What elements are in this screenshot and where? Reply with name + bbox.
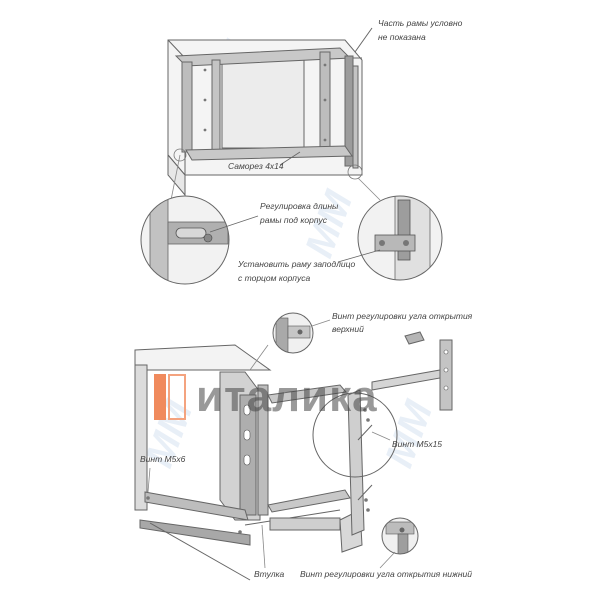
label-angle-lower: Винт регулировки угла открытия нижний [300,569,472,579]
top-cabinet [167,27,373,197]
detail-angle-lower [379,517,419,569]
logo-mark-icon [150,372,190,422]
label-install-flush-1: Установить раму заподлицо [238,259,356,269]
logo-text: италика [196,372,378,421]
svg-text:MM: MM [377,394,442,473]
exploded-frame [146,331,453,536]
label-angle-upper-2: верхний [332,324,364,334]
label-length-adjust-1: Регулировка длины [260,201,339,211]
label-insert: Втулка [254,569,285,579]
label-screw-m5x6: Винт М5х6 [140,454,186,464]
detail-flush-install [337,164,443,281]
label-screw-m5x15: Винт М5х15 [392,439,443,449]
m5x15-callout [371,431,391,441]
brand-logo: италика [150,372,378,422]
label-screw-4x14: Саморез 4х14 [228,161,284,171]
label-install-flush-2: с торцом корпуса [238,273,311,283]
insert-callout [261,524,266,569]
label-frame-hidden-1: Часть рамы условно [378,18,463,28]
m5x6-callout [147,467,151,493]
screw-callout [279,151,301,166]
label-angle-upper-1: Винт регулировки угла открытия [332,311,473,321]
label-length-adjust-2: рамы под корпус [260,215,328,225]
detail-angle-upper [249,312,331,371]
label-frame-hidden-2: не показана [378,32,426,42]
detail-m5x15-circle [312,392,398,478]
detail-length-adjust [140,148,259,285]
